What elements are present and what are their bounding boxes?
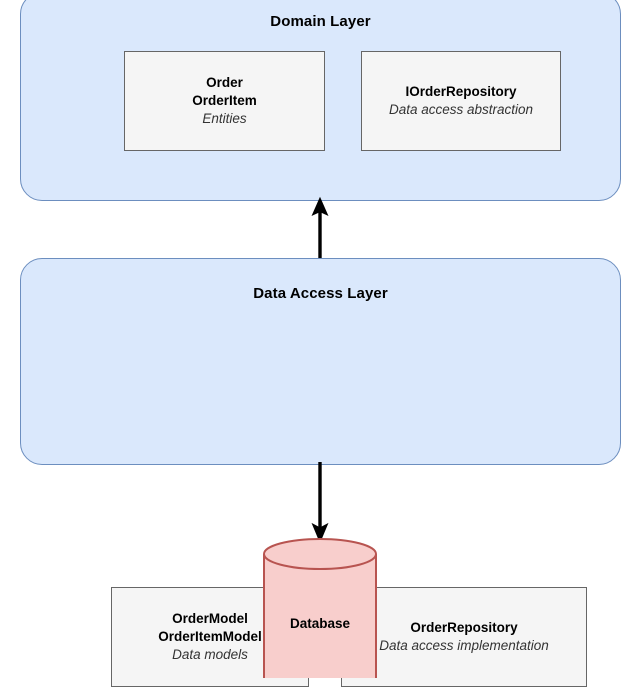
arrow-data-access-to-database: [311, 462, 329, 544]
data-models-description: Data models: [172, 646, 248, 662]
data-models-name-orderitemmodel: OrderItemModel: [158, 629, 262, 645]
domain-layer-container[interactable]: Domain Layer Order OrderItem Entities IO…: [20, 0, 621, 201]
iorderrepository-box[interactable]: IOrderRepository Data access abstraction: [361, 51, 561, 151]
data-models-name-ordermodel: OrderModel: [172, 611, 248, 627]
entities-name-order: Order: [206, 75, 243, 91]
entities-name-orderitem: OrderItem: [192, 93, 257, 109]
iorderrepository-description: Data access abstraction: [388, 102, 534, 117]
data-access-layer-container[interactable]: Data Access Layer OrderModel OrderItemMo…: [20, 258, 621, 687]
entities-description: Entities: [202, 110, 247, 126]
database-cylinder[interactable]: Database: [263, 538, 377, 678]
orderrepository-name: OrderRepository: [410, 620, 518, 636]
orderrepository-description: Data access implementation: [379, 638, 549, 653]
database-label: Database: [289, 616, 351, 631]
arrow-data-access-to-domain: [311, 196, 329, 262]
domain-layer-title: Domain Layer: [270, 13, 371, 30]
orderrepository-box[interactable]: OrderRepository Data access implementati…: [341, 587, 587, 687]
data-access-layer-title: Data Access Layer: [253, 285, 388, 302]
entities-box[interactable]: Order OrderItem Entities: [124, 51, 325, 151]
iorderrepository-name: IOrderRepository: [405, 84, 517, 100]
database-icon: [263, 538, 377, 678]
